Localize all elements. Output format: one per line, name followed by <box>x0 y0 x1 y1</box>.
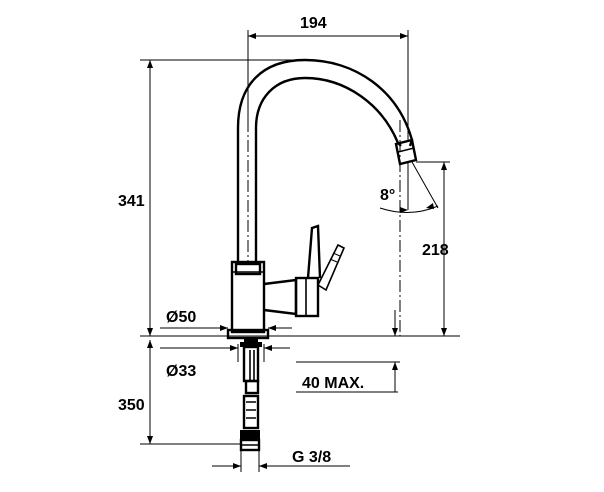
hose-thread-fitting <box>240 430 260 440</box>
body-collar <box>234 262 262 276</box>
mounting-nut <box>240 342 262 347</box>
cartridge-cap <box>294 276 320 318</box>
dim-spout-height-label: 218 <box>422 242 449 259</box>
dim-spout-angle: 8° <box>379 161 439 213</box>
dim-top-width-label: 194 <box>300 15 327 32</box>
spout-tip <box>394 138 418 166</box>
hose-upper-fitting <box>242 394 260 430</box>
dim-max-thickness-label: 40 MAX. <box>302 375 364 392</box>
dim-base-diameter: Ø50 <box>160 309 292 331</box>
dim-hose-thread-label: G 3/8 <box>292 449 331 466</box>
dim-below-height: 350 <box>118 340 240 445</box>
spout-outer-contour <box>236 58 414 262</box>
spout-inner-contour <box>254 76 402 262</box>
dim-shank-diameter: Ø33 <box>160 344 290 380</box>
dim-hose-thread: G 3/8 <box>212 449 350 472</box>
shank <box>242 345 260 383</box>
cartridge-housing <box>263 278 298 316</box>
dim-spout-angle-label: 8° <box>380 187 395 204</box>
dim-total-height-label: 341 <box>118 193 145 210</box>
dim-below-height-label: 350 <box>118 397 145 414</box>
dim-top-width: 194 <box>247 15 409 140</box>
faucet-outline <box>226 58 418 452</box>
dim-shank-diameter-label: Ø33 <box>166 363 196 380</box>
dim-total-height: 341 <box>118 59 300 336</box>
dim-spout-height: 218 <box>416 161 450 336</box>
centerlines <box>247 120 401 336</box>
dim-base-diameter-label: Ø50 <box>166 309 196 326</box>
lever-handle <box>306 224 322 279</box>
lever-handle-rotated <box>316 243 346 292</box>
dim-max-thickness: 40 MAX. <box>296 310 400 393</box>
